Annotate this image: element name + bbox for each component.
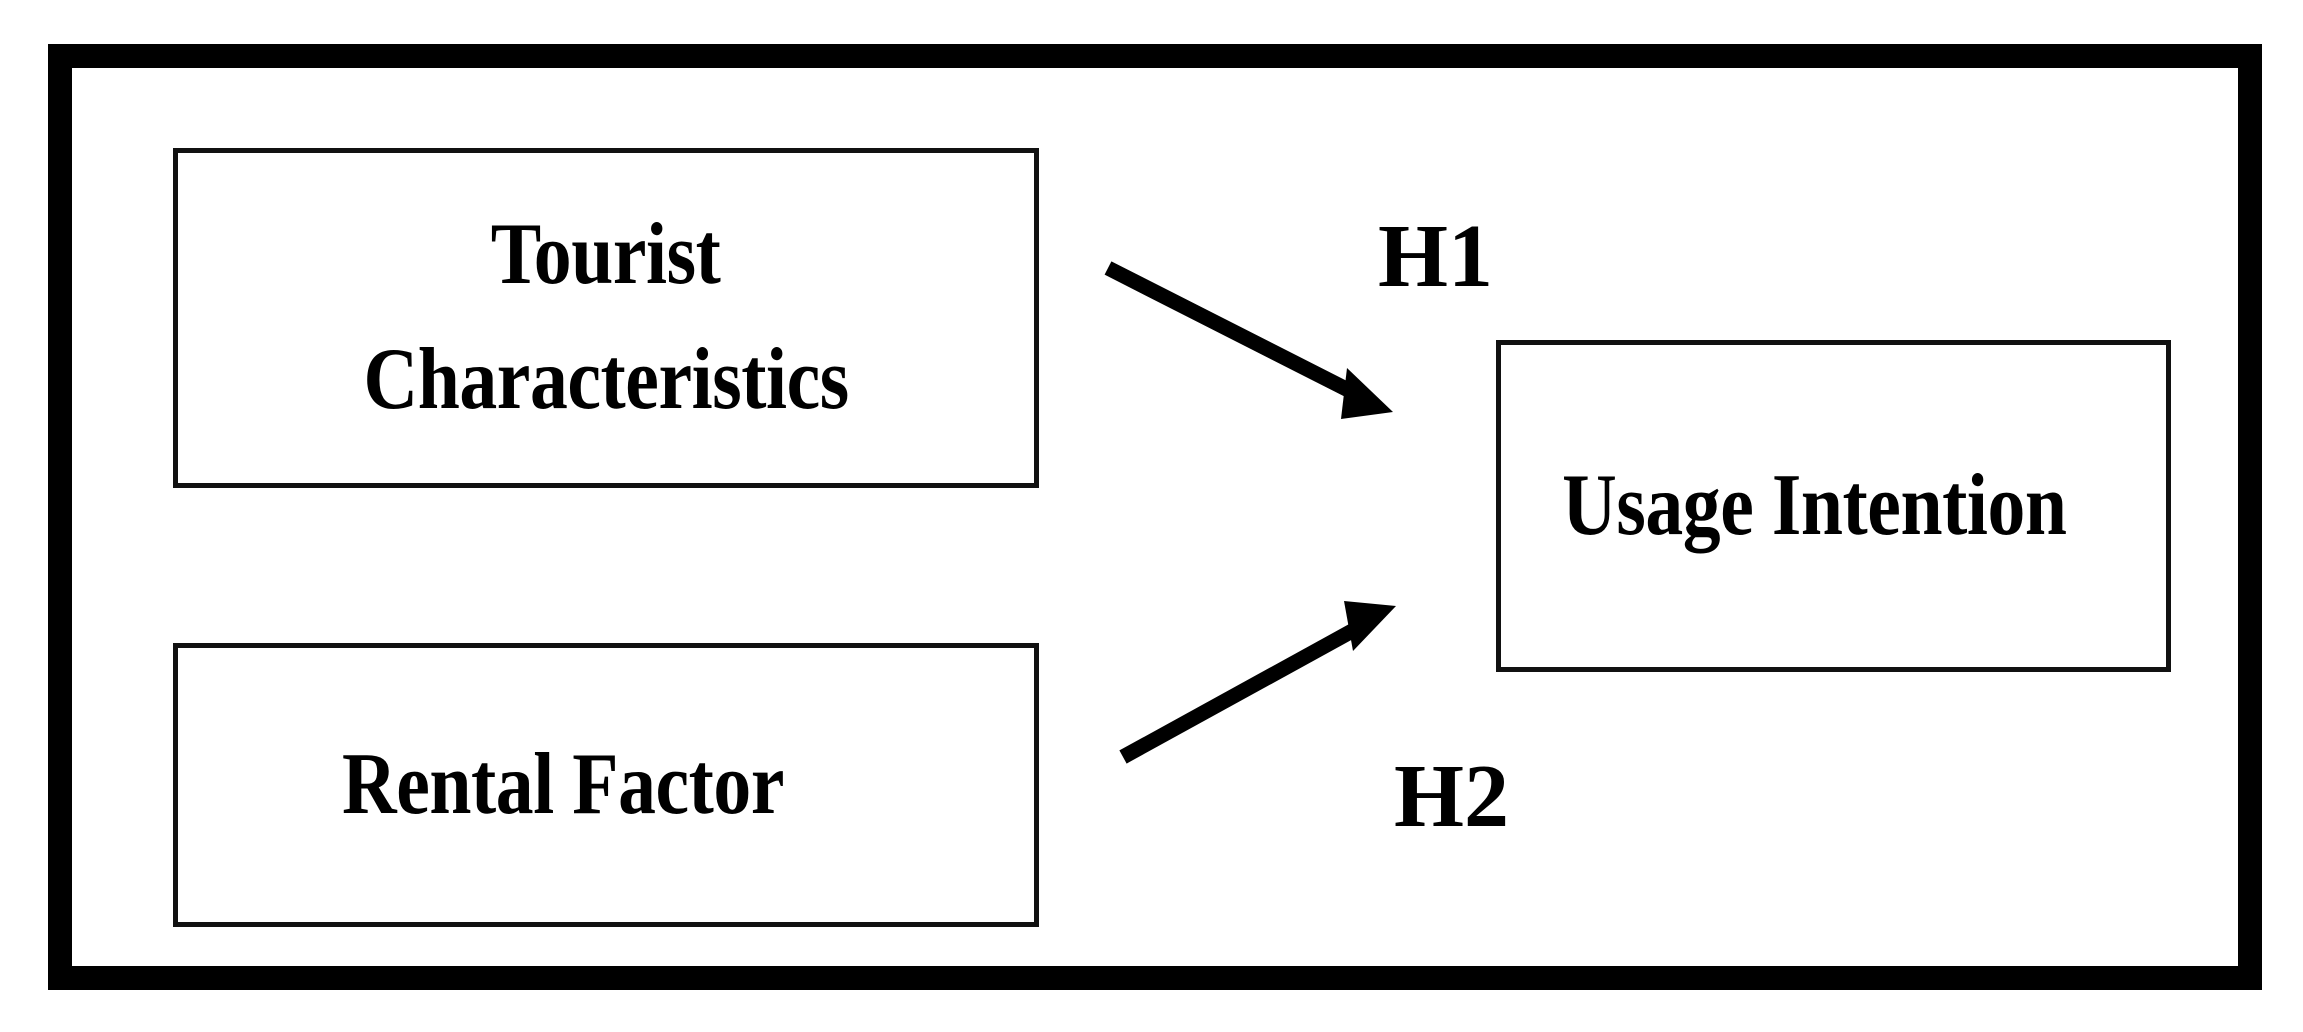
hypothesis-label-h2: H2 [1394, 747, 1510, 846]
hypothesis-label-h1: H1 [1378, 207, 1494, 306]
construct-label-tourist-line2: Characteristics [363, 331, 849, 428]
construct-label-tourist-line1: Tourist [491, 206, 721, 304]
construct-label-rental-factor: Rental Factor [341, 735, 785, 833]
construct-box-rental-factor: Rental Factor [173, 643, 1039, 927]
construct-box-usage-intention: Usage Intention [1496, 340, 2171, 672]
construct-box-tourist-characteristics: Tourist Characteristics [173, 148, 1039, 488]
construct-label-usage-intention: Usage Intention [1562, 456, 2067, 554]
figure-outer-frame: Tourist Characteristics Rental Factor Us… [48, 44, 2262, 990]
